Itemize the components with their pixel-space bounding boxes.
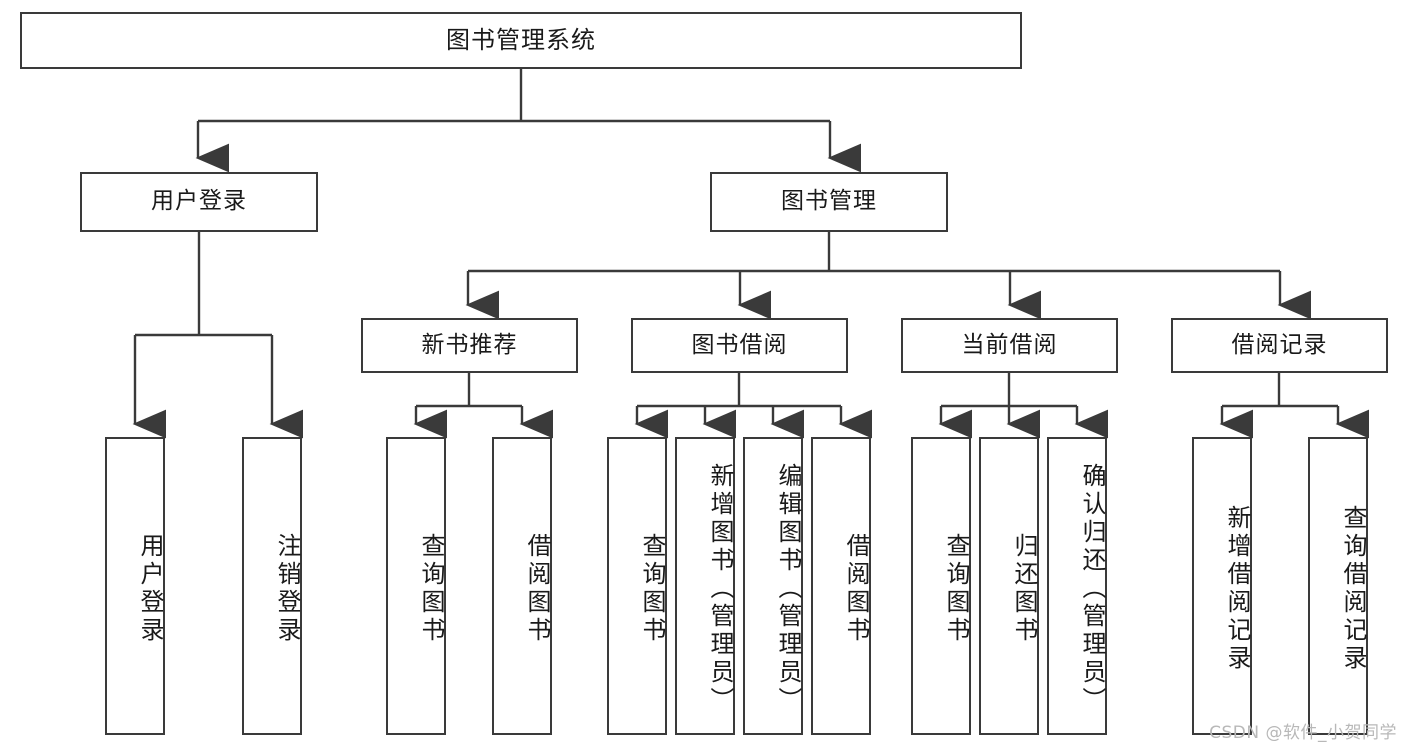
node-leaf-user-login[interactable]: 用户登录 [105, 437, 165, 735]
node-leaf-query-book-1[interactable]: 查询图书 [386, 437, 446, 735]
node-leaf-confirm-return[interactable]: 确认归还（管理员） [1047, 437, 1107, 735]
node-user-login[interactable]: 用户登录 [80, 172, 318, 232]
node-leaf-borrow-book-1[interactable]: 借阅图书 [492, 437, 552, 735]
node-leaf-borrow-book-2[interactable]: 借阅图书 [811, 437, 871, 735]
node-label: 当前借阅 [961, 331, 1058, 358]
node-new-book-recommend[interactable]: 新书推荐 [361, 318, 578, 373]
node-root-book-management-system[interactable]: 图书管理系统 [20, 12, 1022, 69]
node-label: 注销登录 [273, 533, 301, 645]
node-label: 借阅图书 [523, 533, 551, 645]
node-leaf-user-logout[interactable]: 注销登录 [242, 437, 302, 735]
node-leaf-query-book-2[interactable]: 查询图书 [607, 437, 667, 735]
node-label: 图书管理系统 [446, 26, 596, 55]
node-label: 图书管理 [781, 188, 877, 215]
node-book-management[interactable]: 图书管理 [710, 172, 948, 232]
node-label: 用户登录 [151, 188, 247, 215]
node-leaf-add-book[interactable]: 新增图书（管理员） [675, 437, 735, 735]
node-label: 新增图书（管理员） [706, 463, 734, 715]
node-label: 图书借阅 [691, 331, 788, 358]
node-leaf-return-book[interactable]: 归还图书 [979, 437, 1039, 735]
node-label: 新书推荐 [421, 331, 518, 358]
node-book-borrow[interactable]: 图书借阅 [631, 318, 848, 373]
node-label: 查询图书 [942, 533, 970, 645]
node-leaf-add-record[interactable]: 新增借阅记录 [1192, 437, 1252, 735]
node-leaf-query-record[interactable]: 查询借阅记录 [1308, 437, 1368, 735]
node-label: 确认归还（管理员） [1078, 463, 1106, 715]
node-label: 查询图书 [417, 533, 445, 645]
node-leaf-query-book-3[interactable]: 查询图书 [911, 437, 971, 735]
node-label: 归还图书 [1010, 533, 1038, 645]
node-borrow-record[interactable]: 借阅记录 [1171, 318, 1388, 373]
watermark-csdn: CSDN @软件_小贺同学 [1209, 723, 1397, 743]
node-current-borrow[interactable]: 当前借阅 [901, 318, 1118, 373]
node-label: 用户登录 [136, 533, 164, 645]
node-label: 借阅图书 [842, 533, 870, 645]
node-label: 编辑图书（管理员） [774, 463, 802, 715]
node-label: 新增借阅记录 [1223, 505, 1251, 673]
node-label: 借阅记录 [1231, 331, 1328, 358]
node-label: 查询图书 [638, 533, 666, 645]
node-leaf-edit-book[interactable]: 编辑图书（管理员） [743, 437, 803, 735]
node-label: 查询借阅记录 [1339, 505, 1367, 673]
